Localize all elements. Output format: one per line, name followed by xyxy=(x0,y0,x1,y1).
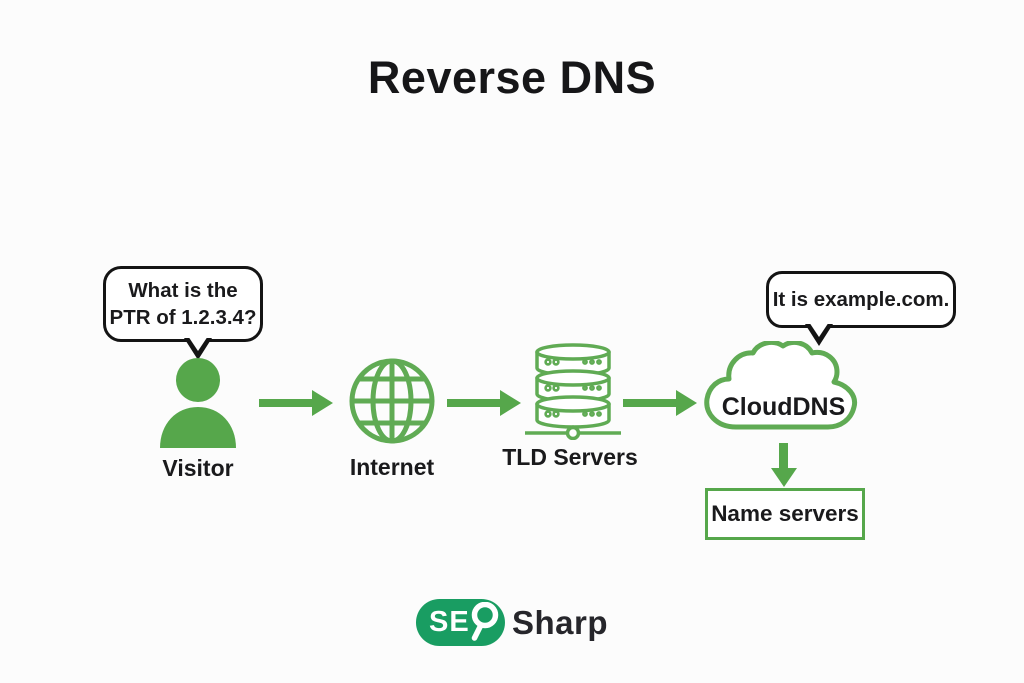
page-title: Reverse DNS xyxy=(367,52,657,103)
magnifier-o-icon xyxy=(471,601,498,641)
arrow-tld-to-clouddns xyxy=(623,399,677,407)
question-speech-bubble: What is the PTR of 1.2.3.4? xyxy=(103,266,263,360)
person-icon xyxy=(160,358,236,448)
arrow-internet-to-tld xyxy=(447,399,501,407)
tld-servers-label: TLD Servers xyxy=(502,444,638,470)
answer-text: It is example.com. xyxy=(772,287,950,311)
arrow-visitor-to-internet xyxy=(259,399,313,407)
seo-pill-text: SE xyxy=(428,606,470,638)
name-servers-label: Name servers xyxy=(711,501,859,526)
answer-bubble-tail xyxy=(769,274,953,346)
seo-sharp-logo: SE Sharp xyxy=(415,599,609,646)
answer-speech-bubble: It is example.com. xyxy=(766,271,956,346)
internet-label: Internet xyxy=(349,454,435,480)
question-text: What is the PTR of 1.2.3.4? xyxy=(109,278,257,329)
cloud-icon xyxy=(704,341,858,430)
question-bubble-tail xyxy=(106,269,260,360)
globe-icon xyxy=(349,358,435,444)
arrow-clouddns-to-nameservers xyxy=(779,443,788,469)
seo-pill: SE xyxy=(415,599,505,646)
clouddns-label: CloudDNS xyxy=(721,393,846,421)
name-servers-box: Name servers xyxy=(705,488,865,540)
brand-suffix: Sharp xyxy=(511,603,609,641)
visitor-label: Visitor xyxy=(162,455,234,481)
server-stack-icon xyxy=(525,343,621,440)
